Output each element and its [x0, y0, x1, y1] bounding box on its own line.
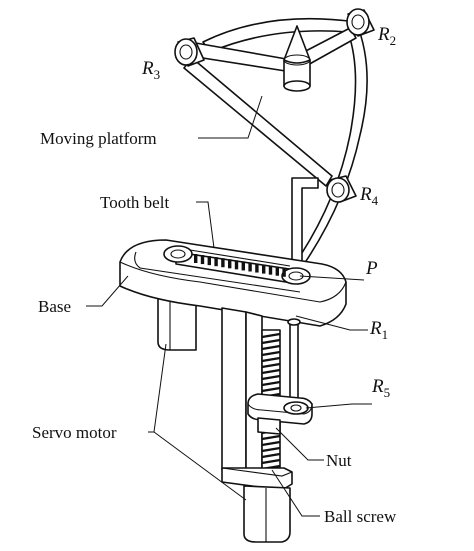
belt-tooth [228, 259, 232, 269]
belt-tooth [255, 263, 259, 273]
platform-tip [283, 25, 311, 92]
joint-letter: R [141, 58, 154, 79]
label-r4: R4 [359, 184, 379, 208]
belt-teeth [194, 254, 286, 277]
leader-base [86, 275, 129, 307]
label-servo-motor: Servo motor [32, 423, 117, 442]
thread-line [261, 350, 281, 357]
guide-rod [287, 318, 301, 407]
belt-tooth [248, 262, 252, 272]
label-r5: R5 [371, 376, 390, 400]
leader-moving-platform [198, 95, 263, 139]
belt-tooth [207, 256, 211, 266]
joint-index: 4 [372, 193, 379, 208]
label-tooth-belt: Tooth belt [100, 193, 169, 212]
thread-line [261, 440, 281, 447]
thread-line [261, 332, 281, 339]
leader-servo-motor [148, 343, 167, 433]
joint-letter: R [371, 376, 384, 397]
leader-nut [275, 427, 324, 461]
thread-line [261, 338, 281, 345]
belt-tooth [282, 267, 286, 277]
nut-carriage [247, 393, 313, 435]
belt-tooth [268, 265, 273, 275]
thread-line [261, 386, 281, 393]
link-r3-tip [189, 41, 293, 73]
support-column [221, 307, 263, 471]
thread-line [261, 446, 281, 453]
belt-tooth [241, 261, 245, 271]
thread-line [261, 344, 281, 351]
joint-letter: R [377, 24, 390, 45]
leader-lines [86, 95, 372, 517]
leader-r5 [305, 403, 372, 409]
label-r1: R1 [369, 318, 388, 342]
joint-letter: R [369, 318, 382, 339]
leader-servo-motor-2 [153, 431, 247, 501]
joint-index: 5 [384, 385, 391, 400]
thread-line [261, 368, 281, 375]
servo-motor-lower [243, 485, 291, 543]
label-point-p: P [365, 258, 378, 279]
label-ball-screw: Ball screw [324, 507, 397, 526]
thread-line [261, 452, 281, 459]
belt-tooth [262, 264, 266, 274]
label-nut: Nut [326, 451, 352, 470]
belt-tooth [275, 266, 279, 276]
leader-r1 [295, 315, 368, 331]
leader-tooth-belt [196, 201, 215, 249]
joint-letter: R [359, 184, 372, 205]
label-r2: R2 [377, 24, 396, 48]
thread-line [261, 434, 281, 441]
joint-index: 2 [390, 33, 397, 48]
label-moving-platform: Moving platform [40, 129, 157, 148]
label-r3: R3 [141, 58, 160, 82]
belt-tooth [234, 260, 239, 270]
joint-index: 1 [382, 327, 389, 342]
joint-r4 [326, 175, 357, 203]
thread-line [261, 374, 281, 381]
thread-line [261, 458, 281, 465]
belt-tooth [194, 254, 198, 263]
thread-line [261, 356, 281, 363]
joint-index: 3 [154, 67, 161, 82]
servo-motor-upper [157, 295, 197, 351]
belt-tooth [200, 255, 205, 265]
thread-line [261, 380, 281, 387]
belt-tooth [214, 257, 218, 267]
leader-ball-screw [271, 469, 320, 517]
belt-tooth [221, 258, 225, 268]
thread-line [261, 362, 281, 369]
joint-r2 [346, 8, 375, 37]
joint-r3 [174, 37, 205, 67]
leader-p [299, 275, 365, 281]
label-base: Base [38, 297, 71, 316]
